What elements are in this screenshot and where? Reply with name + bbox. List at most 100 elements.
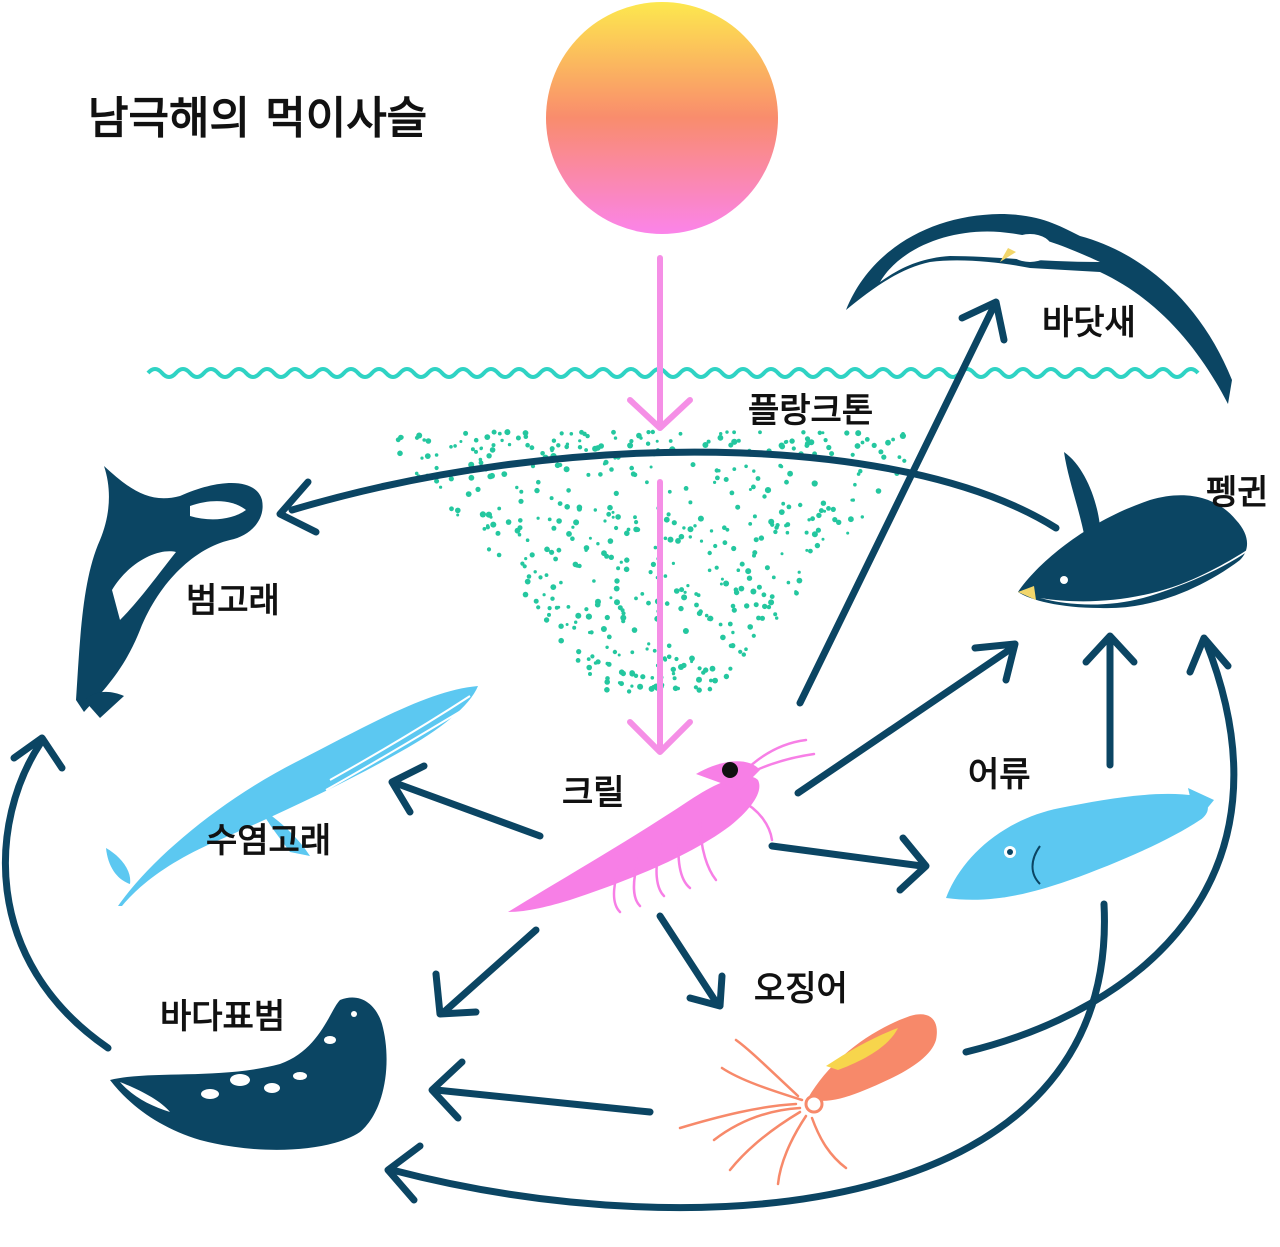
plankton-dot — [875, 488, 882, 494]
plankton-dot — [731, 545, 737, 552]
plankton-dot — [823, 438, 828, 443]
plankton-dot — [608, 554, 614, 560]
plankton-dot — [455, 507, 461, 514]
plankton-dot — [735, 504, 741, 510]
plankton-dot — [604, 679, 610, 685]
plankton-dot — [515, 485, 519, 490]
plankton-dot — [816, 512, 822, 519]
plankton-dot — [620, 614, 627, 621]
plankton-dot — [515, 435, 521, 441]
plankton-dot — [768, 599, 775, 606]
plankton-dot — [725, 527, 730, 532]
plankton-dot — [675, 538, 681, 544]
plankton-dot — [558, 637, 564, 644]
plankton-dot — [619, 560, 623, 564]
plankton-dot — [784, 523, 788, 528]
plankton-dot — [533, 598, 539, 604]
arrow-krill-to-leopard-seal — [432, 926, 540, 1018]
plankton-dot — [696, 676, 702, 683]
plankton-dot — [681, 594, 688, 601]
plankton-dot — [571, 525, 575, 529]
plankton-dot — [486, 547, 492, 552]
plankton-dot — [818, 508, 824, 514]
plankton-dot — [745, 568, 752, 575]
plankton-dot — [674, 656, 679, 662]
plankton-dot — [577, 563, 582, 569]
plankton-dot — [497, 506, 502, 511]
plankton-dot — [607, 538, 614, 544]
arrow-krill-to-fish — [768, 834, 930, 894]
plankton-dot — [836, 519, 842, 525]
plankton-dot — [645, 647, 649, 651]
plankton-dot — [634, 520, 639, 525]
plankton-dot — [626, 689, 632, 694]
plankton-dot — [547, 606, 552, 611]
plankton-dot — [707, 568, 712, 573]
plankton-dot — [759, 615, 766, 621]
plankton-dot — [891, 437, 895, 442]
plankton-dot — [781, 501, 786, 506]
plankton-dot — [478, 457, 483, 462]
plankton-dot — [901, 432, 905, 436]
plankton-dot — [686, 584, 690, 588]
plankton-dot — [848, 516, 854, 523]
plankton-dot — [637, 683, 644, 690]
plankton-dot — [576, 506, 583, 512]
plankton-dot — [784, 479, 789, 485]
plankton-dot — [758, 535, 765, 541]
plankton-dot — [671, 671, 676, 676]
squid-icon — [678, 1014, 937, 1186]
plankton-dot — [468, 474, 475, 481]
plankton-dot — [751, 484, 756, 490]
plankton-dot — [696, 687, 702, 693]
plankton-dot — [728, 666, 733, 671]
plankton-dot — [536, 516, 540, 520]
plankton-dot — [588, 672, 592, 676]
plankton-dot — [434, 465, 439, 471]
plankton-dot — [490, 521, 497, 528]
plankton-dot — [723, 673, 730, 680]
plankton-dot — [517, 525, 523, 531]
plankton-dot — [722, 540, 728, 546]
plankton-dot — [739, 561, 745, 567]
plankton-dot — [902, 458, 907, 463]
plankton-dot — [748, 522, 753, 526]
plankton-dot — [741, 652, 746, 657]
plankton-dot — [746, 575, 753, 581]
plankton-dot — [609, 596, 613, 600]
plankton-dot — [563, 466, 570, 473]
plankton-dot — [805, 548, 809, 552]
diagram-title: 남극해의 먹이사슬 — [88, 93, 427, 144]
plankton-dot — [650, 429, 655, 435]
plankton-dot — [719, 432, 723, 436]
sun-icon — [546, 2, 778, 234]
plankton-dot — [556, 443, 561, 448]
plankton-dot — [787, 470, 793, 477]
plankton-dot — [603, 519, 607, 523]
plankton-dot — [564, 444, 569, 450]
label-blue-whale: 수염고래 — [206, 821, 331, 861]
plankton-dot — [885, 439, 891, 446]
plankton-dot — [584, 548, 588, 552]
plankton-dot — [814, 542, 821, 549]
plankton-dot — [811, 480, 818, 487]
plankton-dot — [709, 665, 716, 672]
plankton-dot — [672, 685, 679, 692]
plankton-dot — [633, 515, 637, 520]
plankton-dot — [820, 500, 827, 506]
plankton-dot — [846, 531, 850, 535]
plankton-dot — [648, 685, 655, 692]
plankton-dot — [496, 552, 502, 558]
plankton-dot — [549, 496, 554, 501]
plankton-dot — [729, 490, 735, 496]
plankton-dot — [615, 514, 621, 520]
plankton-dot — [667, 489, 672, 494]
plankton-dot — [663, 536, 668, 541]
plankton-dot — [704, 613, 709, 618]
plankton-dot — [594, 601, 601, 608]
plankton-dot — [634, 596, 638, 601]
plankton-dot — [585, 613, 593, 620]
plankton-dot — [712, 677, 718, 684]
plankton-dot — [601, 550, 607, 557]
plankton-dot — [424, 453, 431, 459]
